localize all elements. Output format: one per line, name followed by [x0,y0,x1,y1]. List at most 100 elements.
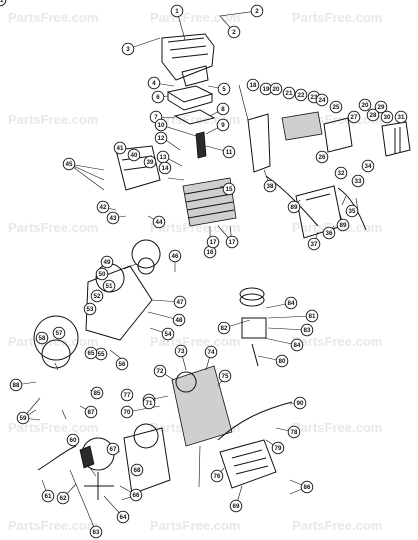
part-callout: 29 [374,100,388,114]
part-callout: 34 [361,159,375,173]
callout-number: 24 [319,97,326,104]
callout-circle [121,42,135,56]
callout-number: 84 [288,300,295,307]
callout-number: 16 [207,249,214,256]
callout-circle [305,309,319,323]
part-callout: 78 [287,425,301,439]
callout-circle [300,480,314,494]
callout-circle [35,331,49,345]
callout-number: 88 [13,382,20,389]
part-callout: 33 [351,174,365,188]
watermark-text: PartsFree.com [292,334,382,349]
callout-number: 34 [365,163,372,170]
watermark-text: PartsFree.com [8,10,98,25]
callout-number: 85 [94,390,101,397]
callout-circle [222,145,236,159]
part-callout: 37 [307,237,321,251]
part-callout: 71 [142,396,156,410]
callout-number: 82 [221,325,228,332]
part-callout: 88 [9,378,23,392]
callout-circle [96,200,110,214]
callout-number: 33 [355,178,362,185]
callout-circle [147,76,161,90]
watermark-text: PartsFree.com [150,518,240,533]
callout-number: 47 [177,299,184,306]
part-callout: 79 [271,441,285,455]
callout-number: 3 [126,46,130,53]
callout-number: 80 [279,358,286,365]
watermark-text: PartsFree.com [150,220,240,235]
callout-circle [210,469,224,483]
callout-circle [66,433,80,447]
part-callout: 44 [152,215,166,229]
part-callout: 89 [287,200,301,214]
callout-number: 41 [117,145,124,152]
callout-number: 19 [263,86,270,93]
callout-circle [172,313,186,327]
callout-number: 2 [255,8,259,15]
part-callout: 35 [345,204,359,218]
part-drawings [33,33,411,500]
part-callout: 62 [56,491,70,505]
callout-circle [229,499,243,513]
callout-circle [116,510,130,524]
callout-circle [83,302,97,316]
callout-number: 65 [88,350,95,357]
callout-circle [345,204,359,218]
part-callout: 50 [95,267,109,281]
callout-number: 2 [232,29,236,36]
callout-circle [173,295,187,309]
callout-circle [250,4,264,18]
callout-number: 9 [221,122,225,129]
callout-number: 76 [214,473,221,480]
callout-number: 5 [222,86,226,93]
part-callout: 56 [115,357,129,371]
part-callout: 17 [225,235,239,249]
callout-circle [129,488,143,502]
part-callout: 22 [294,88,308,102]
part-callout: 65 [84,346,98,360]
callout-number: 87 [88,409,95,416]
part-callout: 91 [0,0,7,7]
callout-circle [158,161,172,175]
callout-circle [52,326,66,340]
callout-circle [347,110,361,124]
callout-circle [130,463,144,477]
callout-circle [282,86,296,100]
callout-circle [206,235,220,249]
callout-number: 89 [340,222,347,229]
callout-number: 20 [362,102,369,109]
callout-circle [56,491,70,505]
callout-number: 43 [110,215,117,222]
callout-number: 66 [133,492,140,499]
part-callout: 41 [113,141,127,155]
part-callout: 90 [293,396,307,410]
part-callout: 3 [121,42,135,56]
callout-number: 30 [384,114,391,121]
callout-circle [287,425,301,439]
callout-circle [204,345,218,359]
callout-number: 17 [210,239,217,246]
callout-number: 21 [286,90,293,97]
part-callout: 30 [380,110,394,124]
part-callout: 12 [154,131,168,145]
callout-circle [315,93,329,107]
callout-number: 86 [304,484,311,491]
part-callout: 25 [329,100,343,114]
callout-number: 69 [233,503,240,510]
callout-circle [294,88,308,102]
callout-circle [275,354,289,368]
leader-lines [15,10,359,533]
callout-number: 50 [99,271,106,278]
callout-number: 51 [106,283,113,290]
callout-number: 36 [326,230,333,237]
part-callout: 48 [172,313,186,327]
callout-circle [127,148,141,162]
part-callout: 32 [334,166,348,180]
part-callout: 36 [322,226,336,240]
part-callout: 61 [41,489,55,503]
part-callout: 26 [315,150,329,164]
callout-circle [168,249,182,263]
part-callout: 69 [229,499,243,513]
callout-number: 8 [221,106,225,113]
